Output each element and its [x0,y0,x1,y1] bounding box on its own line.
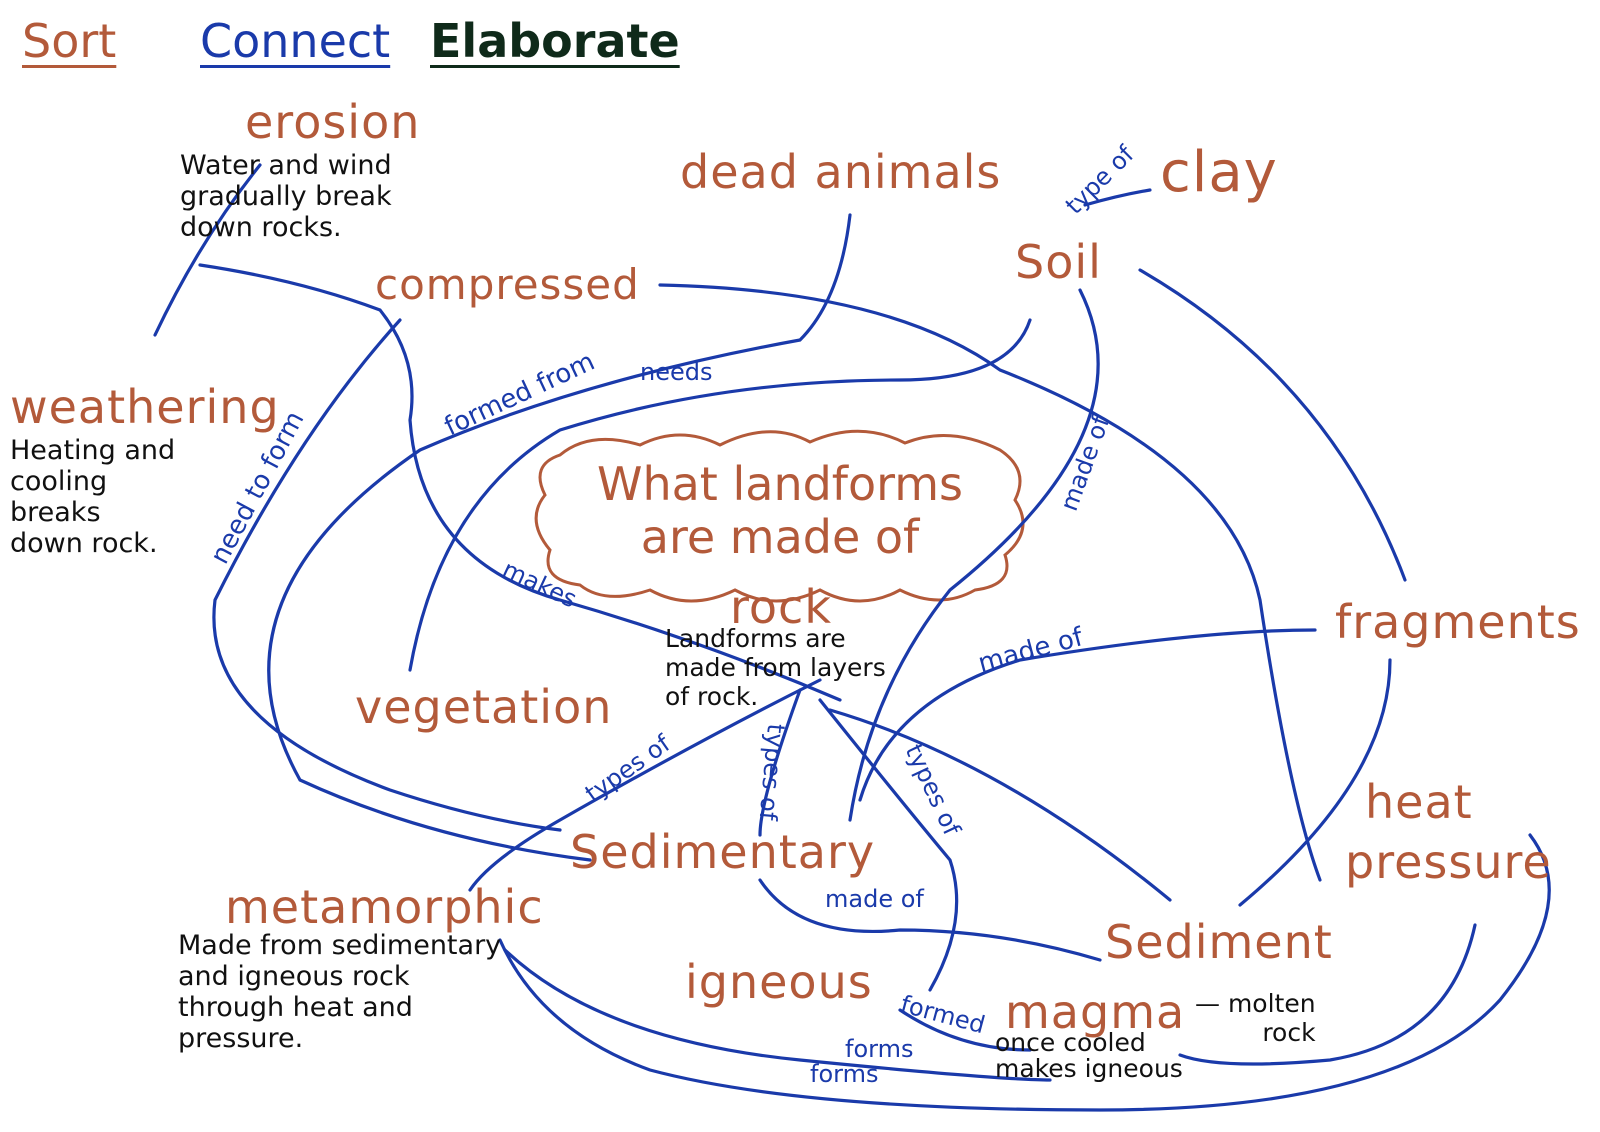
header-connect: Connect [200,14,391,68]
link-compressed-sedimentary [212,318,562,832]
note-magma-suffix: — molten rock [1195,989,1316,1047]
link-fragments-sediment [1238,658,1392,907]
concept-vegetation: vegetation [355,680,613,734]
concept-soil: Soil [1015,235,1102,289]
concept-weathering: weathering [10,380,280,434]
concept-magma: magma [1005,985,1186,1039]
link-sedimentary-sediment [758,878,1102,962]
central-question: What landforms are made of [596,457,964,564]
link-soil-vegetation [408,318,1032,672]
note-metamorphic: Made from sedimentary and igneous rock t… [178,930,502,1055]
link-metamorphic-magma [503,948,1052,1082]
link-rock-metamorphic [468,678,822,892]
header-sort: Sort [22,14,117,68]
link-rock-magma [818,698,959,992]
note-magma: once cooled makes igneous [995,1028,1183,1084]
concept-sedimentary: Sedimentary [570,825,876,879]
note-weathering: Heating and cooling breaks down rock. [10,435,176,560]
question-cloud [534,429,1025,603]
concept-fragments: fragments [1335,595,1581,649]
concept-clay: clay [1160,140,1278,205]
link-fragments-rock [858,628,1317,802]
concept-rock: rock [730,580,832,634]
link-dead-animals-sedimentary [267,213,852,862]
link-compressed-heat-pressure [658,283,1322,882]
concept-compressed: compressed [375,260,640,309]
link-erosion-weathering [153,163,262,337]
concept-metamorphic: metamorphic [225,880,544,934]
label-forms-1: forms [845,1035,914,1063]
label-needs: needs [640,358,713,386]
concept-pressure: pressure [1345,835,1552,889]
concept-heat: heat [1365,775,1473,829]
link-igneous-magma [898,1008,1032,1052]
label-forms-2: forms [810,1060,879,1088]
note-rock: Landforms are made from layers of rock. [665,624,886,711]
link-erosion-rock [198,263,842,702]
label-made-of-sediment: made of [825,885,924,913]
concept-igneous: igneous [685,955,873,1009]
link-pressure-magma [1178,923,1477,1066]
link-heat-pressure-metamorphic [498,833,1551,1112]
link-rock-igneous [758,688,802,837]
concept-sediment: Sediment [1105,915,1333,969]
link-rock-sediment [828,708,1172,902]
concept-dead-animals: dead animals [680,145,1002,199]
concept-erosion: erosion [245,95,421,149]
header-elaborate: Elaborate [430,14,680,68]
link-soil-sedimentary [848,288,1100,822]
note-erosion: Water and wind gradually break down rock… [180,150,392,244]
link-clay-soil [1083,188,1152,207]
link-soil-fragments [1138,268,1407,582]
